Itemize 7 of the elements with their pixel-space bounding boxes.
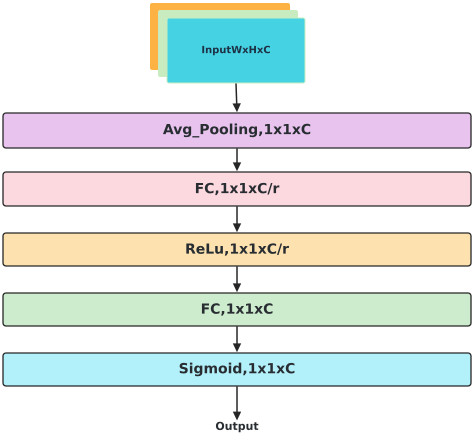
layer-box: FC,1x1xC/r — [2, 171, 472, 207]
layer-box: FC,1x1xC — [2, 292, 472, 327]
output-label: Output — [216, 422, 258, 432]
input-stack: InputWxHxC — [150, 3, 306, 84]
layer-box: Sigmoid,1x1xC — [2, 352, 472, 387]
layer-box: Avg_Pooling,1x1xC — [2, 112, 472, 149]
layer-box: ReLu,1x1xC/r — [2, 232, 472, 267]
